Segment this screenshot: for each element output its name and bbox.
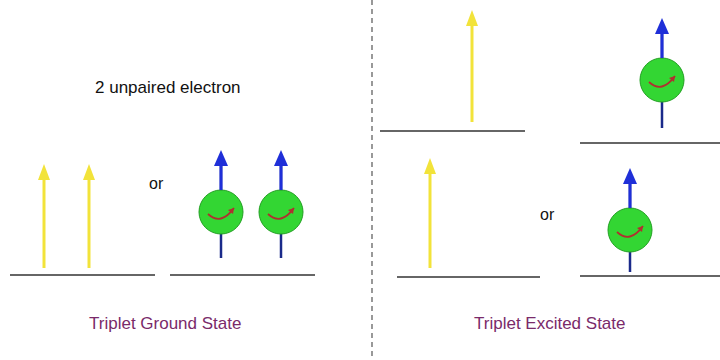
state-caption: Triplet Excited State — [474, 314, 626, 334]
state-caption: Triplet Ground State — [89, 314, 241, 334]
electron-spin — [199, 150, 243, 258]
annotation: 2 unpaired electron — [95, 78, 241, 98]
energy-level — [380, 130, 525, 132]
electron-spin — [608, 168, 652, 272]
or-label: or — [149, 175, 163, 193]
energy-level — [170, 274, 315, 276]
energy-level — [580, 142, 720, 144]
electron-spin — [640, 18, 684, 128]
spin-arrow — [38, 164, 95, 268]
energy-level — [580, 275, 720, 277]
energy-level — [397, 276, 540, 278]
or-label: or — [540, 206, 554, 224]
divider-line — [371, 0, 372, 360]
electron-spin — [259, 150, 303, 258]
energy-level — [10, 274, 155, 276]
spin-arrow — [424, 10, 478, 268]
